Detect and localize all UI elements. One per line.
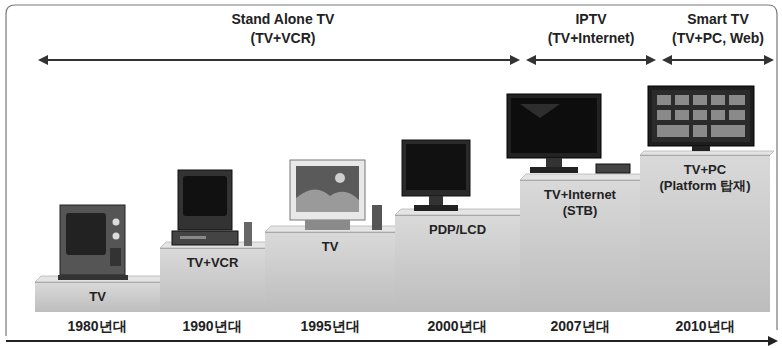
- era-heading: Stand Alone TV: [232, 11, 335, 27]
- year-label: 1995년대: [300, 318, 359, 336]
- stair-step: TV: [265, 232, 395, 312]
- frame: [6, 5, 777, 336]
- era-heading: IPTV: [575, 11, 606, 27]
- stair-step: TV+PC (Platform 탑재): [640, 155, 770, 312]
- timeline-arrow: [6, 340, 770, 342]
- iptv-set: [507, 94, 630, 173]
- arrow-head: [662, 55, 672, 65]
- crt-tv: [58, 205, 128, 280]
- arrow-head: [510, 55, 520, 65]
- step-label: TV: [89, 289, 106, 305]
- smart-tv: [648, 86, 754, 151]
- era-heading: (TV+VCR): [251, 30, 316, 46]
- era-heading: (TV+PC, Web): [672, 30, 764, 46]
- year-label: 2010년대: [675, 318, 734, 336]
- arrow-head: [768, 336, 778, 346]
- stair-step: TV+Internet (STB): [520, 180, 640, 312]
- arrow-head: [646, 55, 656, 65]
- step-label: PDP/LCD: [429, 222, 486, 238]
- stair-step: TV: [35, 282, 160, 312]
- era-arrows: [38, 55, 774, 65]
- color-tv: [290, 160, 382, 230]
- step-label: TV+VCR: [187, 255, 239, 271]
- era-heading: (TV+Internet): [548, 30, 635, 46]
- year-label: 1980년대: [67, 318, 126, 336]
- flat-tv: [402, 140, 470, 211]
- era-arrow: [46, 59, 512, 61]
- arrow-head: [764, 55, 774, 65]
- arrow-head: [526, 55, 536, 65]
- step-label: TV: [322, 239, 339, 255]
- era-arrow: [670, 59, 766, 61]
- step-label: TV+PC (Platform 탑재): [657, 162, 753, 194]
- step-label: TV+Internet (STB): [538, 187, 622, 219]
- year-label: 2007년대: [550, 318, 609, 336]
- stair-step: TV+VCR: [160, 248, 265, 312]
- era-heading: Smart TV: [687, 11, 748, 27]
- year-label: 2000년대: [427, 318, 486, 336]
- era-arrow: [534, 59, 648, 61]
- tv-vcr: [172, 170, 252, 246]
- year-label: 1990년대: [182, 318, 241, 336]
- stair-step: PDP/LCD: [395, 215, 520, 312]
- arrow-head: [38, 55, 48, 65]
